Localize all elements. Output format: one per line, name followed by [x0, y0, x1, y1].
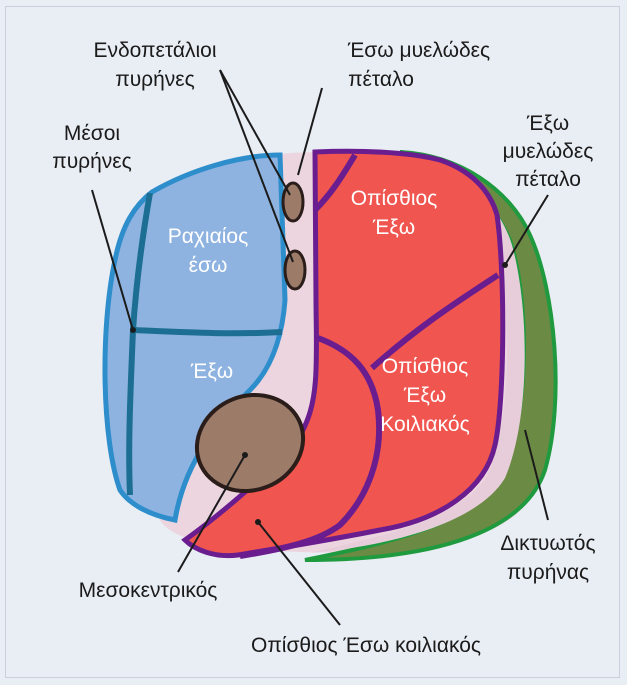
medial-divider-horizontal	[133, 330, 282, 333]
label-mesoi-line1: Μέσοι	[64, 122, 120, 145]
label-endopetalioi-line2: πυρήνες	[115, 68, 195, 91]
label-mesokentrikos: Μεσοκεντρικός	[79, 579, 218, 602]
label-opisthios-eso-koiliakos: Οπίσθιος Έσω κοιλιακός	[251, 634, 481, 657]
region-opisthios-exo-koiliakos-line1: Οπίσθιος	[382, 355, 469, 378]
label-exo-myelodes-line3: πέταλο	[515, 168, 581, 191]
region-rachiaios-line2: έσω	[189, 254, 228, 277]
region-opisthios-exo-line1: Οπίσθιος	[351, 187, 438, 210]
label-diktyotos-line2: πυρήνας	[507, 561, 589, 584]
pointer-dot-exo-myelodes	[502, 262, 508, 268]
region-opisthios-exo-koiliakos-line3: Κοιλιακός	[380, 413, 469, 436]
label-diktyotos-line1: Δικτυωτός	[500, 532, 595, 555]
label-eso-myelodes-line1: Έσω μυελώδες	[347, 39, 490, 62]
label-exo-myelodes-line2: μυελώδες	[503, 140, 594, 163]
pointer-dot-mesoi	[130, 327, 136, 333]
region-opisthios-exo-line2: Έξω	[372, 216, 415, 239]
label-exo-myelodes-line1: Έξω	[526, 112, 569, 135]
pointer-dot-opisthios-eso	[255, 519, 261, 525]
label-mesoi-line2: πυρήνες	[52, 150, 132, 173]
intralaminar-nucleus-lower	[285, 251, 305, 289]
label-eso-myelodes-line2: πέταλο	[348, 68, 414, 91]
pointer-dot-mesokentrikos	[242, 452, 248, 458]
label-endopetalioi-line1: Ενδοπετάλιοι	[93, 39, 216, 62]
region-exo-blue: Έξω	[190, 360, 233, 383]
region-opisthios-exo-koiliakos-line2: Έξω	[403, 384, 446, 407]
region-rachiaios-line1: Ραχιαίος	[168, 225, 248, 248]
